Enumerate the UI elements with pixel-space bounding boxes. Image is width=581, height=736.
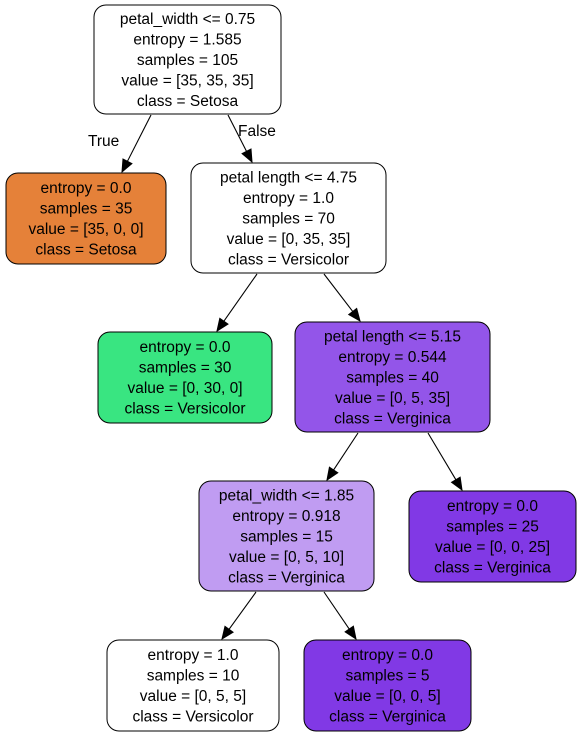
edge-line — [227, 114, 248, 152]
tree-node-n7: entropy = 1.0 samples = 10 value = [0, 5, … — [106, 639, 280, 732]
node-text-line: entropy = 1.0 — [148, 647, 239, 664]
node-box — [5, 172, 167, 265]
node-text-line: value = [0, 0, 25] — [435, 539, 550, 556]
node-text-line: class = Versicolor — [228, 251, 349, 268]
node-text-line: value = [0, 5, 10] — [229, 549, 344, 566]
node-text-line: entropy = 0.0 — [447, 498, 538, 515]
edge-line — [223, 273, 258, 322]
node-text-line: class = Setosa — [35, 242, 137, 259]
node-text-line: class = Verginica — [334, 410, 451, 427]
node-text-line: entropy = 0.918 — [232, 508, 340, 525]
node-box — [294, 321, 491, 433]
node-text-line: class = Verginica — [228, 569, 345, 586]
tree-node-n2: petal length <= 4.75 entropy = 1.0 samples… — [190, 162, 387, 274]
edge-line — [126, 114, 152, 162]
node-text-line: entropy = 0.0 — [41, 180, 132, 197]
tree-node-n5: petal_width <= 1.85 entropy = 0.918 sample… — [198, 480, 375, 592]
node-box — [97, 331, 273, 424]
node-text-line: class = Versicolor — [132, 709, 253, 726]
edge-line — [333, 432, 359, 471]
node-text-line: value = [0, 5, 35] — [335, 390, 450, 407]
node-text-line: petal length <= 5.15 — [324, 328, 461, 345]
node-text-line: samples = 15 — [240, 528, 333, 545]
tree-edge-n0-n1: True — [88, 114, 152, 174]
tree-node-n6: entropy = 0.0 samples = 25 value = [0, 0, … — [408, 490, 577, 583]
tree-node-n4: petal length <= 5.15 entropy = 0.544 sampl… — [294, 321, 491, 433]
node-text-line: value = [0, 5, 5] — [140, 688, 246, 705]
edge-line — [427, 432, 457, 480]
edge-label-false: False — [238, 123, 276, 140]
node-text-line: value = [0, 0, 5] — [334, 688, 440, 705]
node-text-line: class = Verginica — [329, 709, 446, 726]
node-text-line: samples = 35 — [40, 201, 133, 218]
tree-edge-n2-n4 — [323, 273, 361, 323]
edge-arrowhead — [221, 625, 234, 641]
edge-arrowhead — [216, 317, 229, 333]
node-text-line: value = [35, 35, 35] — [121, 72, 253, 89]
edge-arrowhead — [344, 625, 357, 641]
node-text-line: samples = 25 — [446, 519, 539, 536]
node-text-line: class = Versicolor — [124, 401, 245, 418]
tree-edge-n5-n7 — [221, 591, 257, 641]
node-text-line: petal_width <= 1.85 — [219, 487, 354, 504]
edge-arrowhead — [450, 476, 463, 492]
node-text-line: entropy = 1.0 — [243, 190, 334, 207]
node-text-line: value = [0, 35, 35] — [227, 231, 351, 248]
edge-line — [228, 591, 257, 630]
node-text-line: samples = 105 — [137, 52, 238, 69]
tree-node-n3: entropy = 0.0 samples = 30 value = [0, 30,… — [97, 331, 273, 424]
node-text-line: samples = 10 — [147, 668, 240, 685]
node-box — [190, 162, 387, 274]
node-box — [93, 4, 282, 115]
node-box — [106, 639, 280, 732]
node-text-line: value = [35, 0, 0] — [28, 221, 143, 238]
node-text-line: samples = 5 — [345, 668, 429, 685]
edge-arrowhead — [326, 466, 339, 482]
tree-node-n0: petal_width <= 0.75 entropy = 1.585 sample… — [93, 4, 282, 115]
edge-arrowhead — [347, 307, 361, 323]
node-text-line: petal_width <= 0.75 — [120, 11, 255, 28]
node-text-line: entropy = 1.585 — [133, 31, 241, 48]
node-box — [408, 490, 577, 583]
tree-edge-n4-n6 — [427, 432, 463, 492]
node-text-line: entropy = 0.0 — [342, 647, 433, 664]
edge-line — [323, 273, 354, 312]
node-text-line: samples = 40 — [346, 369, 439, 386]
node-text-line: petal length <= 4.75 — [220, 169, 357, 186]
node-text-line: class = Setosa — [137, 93, 239, 110]
tree-edge-n5-n8 — [323, 591, 357, 641]
node-text-line: class = Verginica — [434, 560, 551, 577]
edge-line — [323, 591, 350, 630]
tree-edge-n0-n2: False — [227, 114, 276, 164]
edge-label-true: True — [88, 133, 119, 150]
node-text-line: value = [0, 30, 0] — [127, 380, 242, 397]
node-text-line: samples = 70 — [242, 210, 335, 227]
node-box — [198, 480, 375, 592]
edge-arrowhead — [241, 148, 253, 164]
node-box — [303, 639, 472, 732]
tree-node-n8: entropy = 0.0 samples = 5 value = [0, 0, 5… — [303, 639, 472, 732]
tree-node-n1: entropy = 0.0 samples = 35 value = [35, 0,… — [5, 172, 167, 265]
edge-arrowhead — [121, 158, 133, 174]
node-text-line: samples = 30 — [139, 360, 232, 377]
node-text-line: entropy = 0.0 — [140, 339, 231, 356]
node-text-line: entropy = 0.544 — [338, 349, 447, 366]
tree-edge-n4-n5 — [326, 432, 359, 482]
tree-edge-n2-n3 — [216, 273, 258, 333]
